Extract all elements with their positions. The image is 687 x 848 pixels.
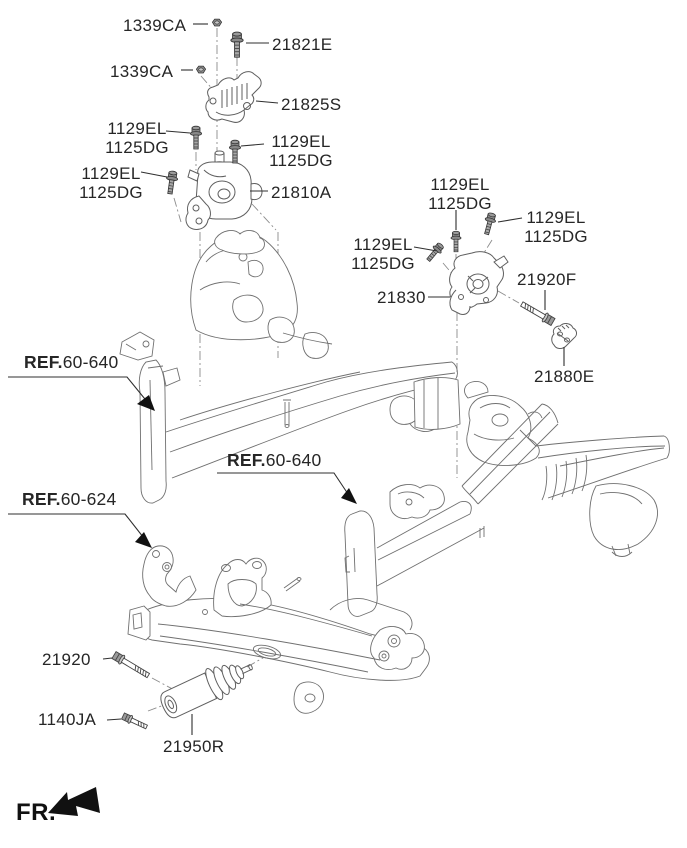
label-1125dg: 1125DG <box>79 183 143 202</box>
label-1129el: 1129EL <box>81 164 141 183</box>
label-1339ca-top: 1339CA <box>123 16 187 35</box>
label-1129el: 1129EL <box>271 132 331 151</box>
label-1129el: 1129EL <box>353 235 413 254</box>
label-1339ca-side: 1339CA <box>110 62 174 81</box>
label-21950r: 21950R <box>163 737 225 756</box>
label-1129el: 1129EL <box>107 119 167 138</box>
roll-rod-bolt-21920-drawing <box>111 650 151 679</box>
fr-direction-arrow-icon <box>48 787 100 816</box>
leader-lines <box>8 23 565 735</box>
support-bracket-21825s-drawing <box>205 71 262 123</box>
ref-prefix: REF. <box>24 352 63 372</box>
label-bolt-pair-right-left: 1129EL 1125DG <box>346 235 420 273</box>
ref-number: 60-640 <box>62 352 119 372</box>
label-1125dg: 1125DG <box>351 254 415 273</box>
label-1140ja: 1140JA <box>38 710 97 729</box>
stopper-21880e-drawing <box>551 323 577 349</box>
ref-number: 60-624 <box>60 489 117 509</box>
label-bolt-pair-upper-right: 1129EL 1125DG <box>264 132 338 170</box>
label-21825s: 21825S <box>281 95 342 114</box>
label-21880e: 21880E <box>534 367 595 386</box>
fr-label: FR. <box>16 799 57 826</box>
label-ref-60-624: REF.60-624 <box>22 490 116 509</box>
transmission-mounting-21830-drawing <box>449 251 509 315</box>
label-bolt-pair-upper-left: 1129EL 1125DG <box>100 119 174 157</box>
engine-mounting-21810a-drawing <box>185 150 263 230</box>
ref-prefix: REF. <box>227 450 266 470</box>
label-21920f: 21920F <box>517 270 577 289</box>
crossmember-drawing <box>127 545 430 714</box>
roll-rod-mounting-21950r-drawing <box>160 664 253 719</box>
label-21810a: 21810A <box>271 183 332 202</box>
mounting-bolt-21920f-drawing <box>520 301 556 327</box>
label-21821e: 21821E <box>272 35 333 54</box>
front-side-member-right-drawing <box>344 381 670 617</box>
ref-arrowheads <box>135 395 357 548</box>
label-21920: 21920 <box>42 650 91 669</box>
label-bolt-pair-left: 1129EL 1125DG <box>74 164 148 202</box>
label-1125dg: 1125DG <box>524 227 588 246</box>
label-bolt-pair-right-top: 1129EL 1125DG <box>423 175 497 213</box>
label-1129el: 1129EL <box>430 175 490 194</box>
label-ref-60-640-lower: REF.60-640 <box>227 451 321 470</box>
label-1125dg: 1125DG <box>269 151 333 170</box>
label-1125dg: 1125DG <box>428 194 492 213</box>
label-ref-60-640-upper: REF.60-640 <box>24 353 118 372</box>
front-side-member-left-drawing <box>119 230 461 504</box>
ref-prefix: REF. <box>22 489 61 509</box>
ref-number: 60-640 <box>265 450 322 470</box>
label-1129el: 1129EL <box>526 208 586 227</box>
label-bolt-pair-right-right: 1129EL 1125DG <box>519 208 593 246</box>
label-1125dg: 1125DG <box>105 138 169 157</box>
label-21830: 21830 <box>377 288 426 307</box>
bolt-1140ja-drawing <box>120 712 149 730</box>
